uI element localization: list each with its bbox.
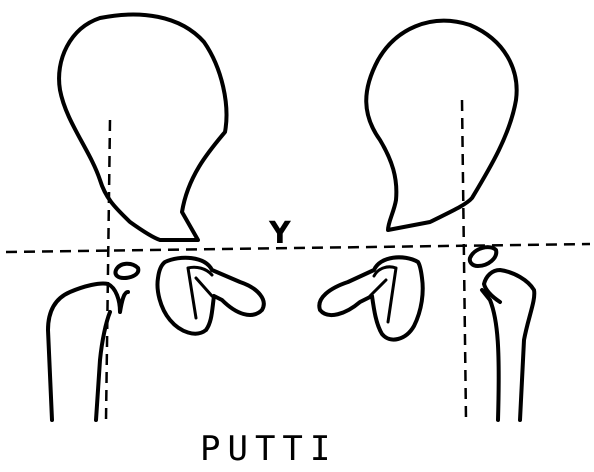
right-proximal-femur xyxy=(482,270,534,420)
y-line-label: Y xyxy=(268,216,292,251)
left-vertical-line xyxy=(106,120,110,420)
left-proximal-femur xyxy=(48,283,128,420)
diagram-caption: PUTTI xyxy=(200,429,337,469)
y-reference-line xyxy=(6,244,590,252)
right-vertical-line xyxy=(462,100,466,420)
left-obturator-inner xyxy=(188,267,212,318)
right-ischiopubic-ramus xyxy=(319,257,422,339)
left-iliac-wing xyxy=(59,15,226,240)
right-iliac-wing xyxy=(366,21,516,230)
left-femoral-nucleus xyxy=(115,264,138,278)
right-femoral-nucleus xyxy=(470,247,496,266)
